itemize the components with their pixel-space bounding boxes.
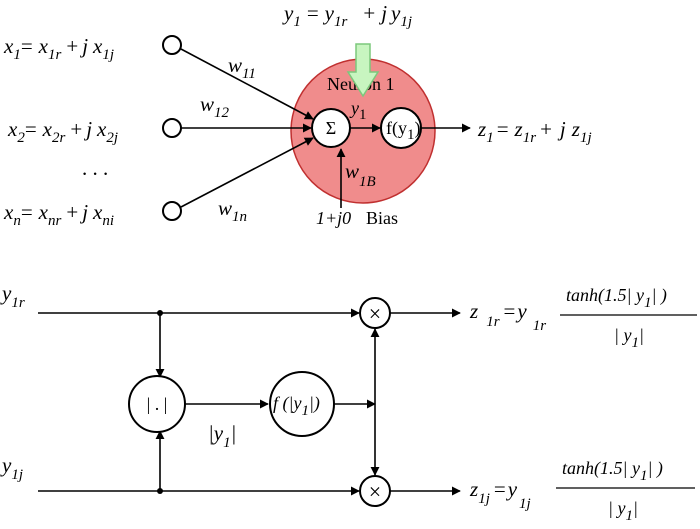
input-y1j-label: y1j [0, 453, 23, 483]
input-node-x2 [162, 118, 182, 138]
bias-weight-label: w1B [345, 159, 376, 190]
weight-label-w1n: w1n [218, 196, 247, 225]
imag-output-formula: z1j=y1j tanh(1.5| y1| ) | y1| [469, 458, 695, 524]
abs-output-label: |y1| [208, 421, 236, 451]
bias-label: Bias [366, 208, 398, 228]
svg-text:| y1|: | y1| [608, 498, 638, 524]
weight-line-w11 [180, 48, 314, 120]
input-node-xn [162, 201, 182, 221]
bias-input-label: 1+j0 [316, 208, 351, 228]
svg-text:z1r=y1r: z1r=y1r [469, 299, 546, 334]
function-label: f (|y1|) [273, 393, 320, 419]
svg-text:tanh(1.5| y1| ): tanh(1.5| y1| ) [566, 285, 667, 311]
svg-text:z1j=y1j: z1j=y1j [469, 477, 531, 512]
inner-y1-label: y1 [349, 98, 367, 123]
abs-symbol: | . | [147, 394, 168, 414]
weight-label-w11: w11 [228, 53, 256, 82]
activation-label: f(y1) [386, 118, 421, 143]
activation-flow-diagram: y1r y1j | . | |y1| f (|y1|) × × [0, 281, 697, 524]
input-node-x1 [162, 35, 182, 55]
svg-text:| y1|: | y1| [614, 325, 644, 351]
multiply-icon: × [369, 479, 381, 504]
svg-text:tanh(1.5| y1| ): tanh(1.5| y1| ) [562, 458, 663, 484]
input-y1r-label: y1r [0, 281, 25, 311]
green-down-arrow-icon [346, 43, 380, 98]
inputs-ellipsis: . . . [82, 156, 108, 180]
summation-symbol: Σ [326, 118, 336, 138]
multiply-icon: × [369, 301, 381, 326]
weight-label-w12: w12 [200, 92, 230, 121]
weight-line-w1n [180, 137, 314, 208]
